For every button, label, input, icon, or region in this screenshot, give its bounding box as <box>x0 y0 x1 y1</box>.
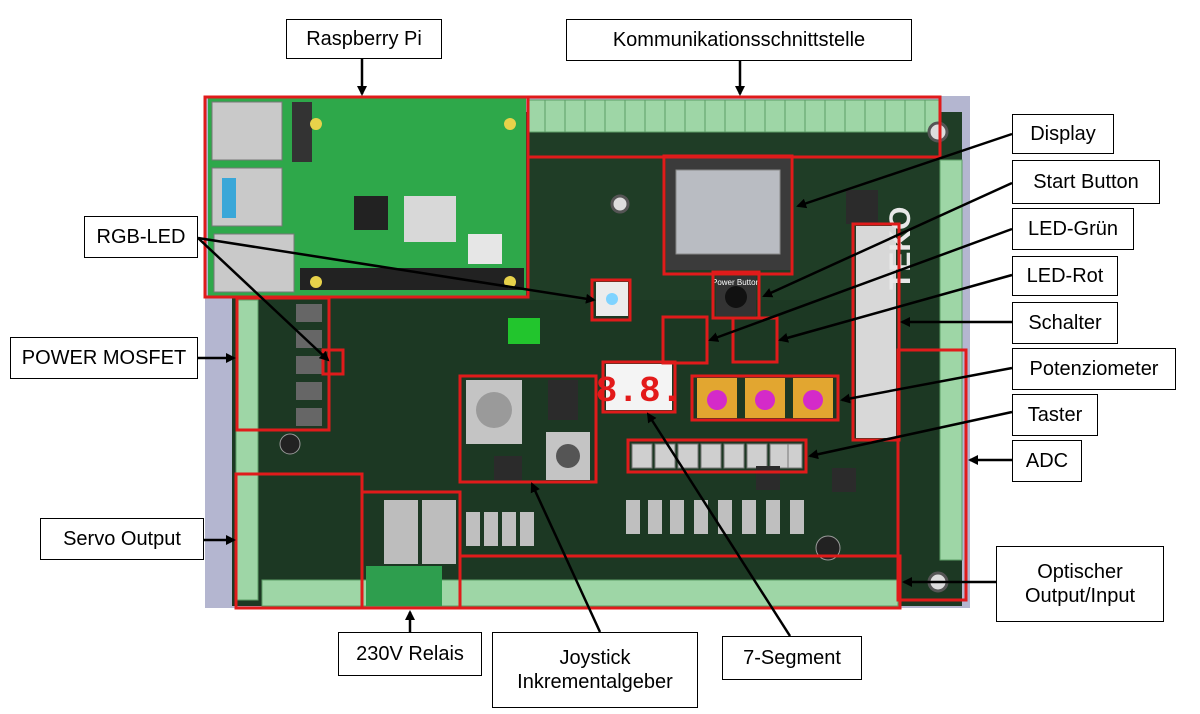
label-optischer: Optischer Output/Input <box>996 546 1164 622</box>
joystick-encoder <box>466 380 590 480</box>
taster-buttons <box>631 443 803 469</box>
bottom-terminals <box>261 579 899 607</box>
label-rgb-led: RGB-LED <box>84 216 198 258</box>
box-raspberry-pi <box>203 95 530 299</box>
label-led-gruen: LED-Grün <box>1012 208 1134 250</box>
seven-segment-digits: 8.8. <box>596 371 682 412</box>
box-display <box>662 154 794 276</box>
box-schalter <box>851 222 901 442</box>
box-taster <box>626 438 808 474</box>
box-joystick <box>458 374 598 484</box>
highlight-boxes <box>203 95 968 610</box>
box-led-rot <box>731 316 779 364</box>
label-taster: Taster <box>1012 394 1098 436</box>
label-relais: 230V Relais <box>338 632 482 676</box>
box-relais <box>360 490 462 610</box>
relais-parts <box>384 500 456 564</box>
label-joystick: Joystick Inkrementalgeber <box>492 632 698 708</box>
label-schalter: Schalter <box>1012 302 1118 344</box>
potentiometers <box>697 378 833 418</box>
label-display: Display <box>1012 114 1114 154</box>
box-optischer <box>458 554 902 610</box>
box-seven-segment <box>601 360 677 414</box>
label-start-button: Start Button <box>1012 160 1160 204</box>
label-seven-segment: 7-Segment <box>722 636 862 680</box>
seven-segment-display <box>606 364 672 410</box>
label-potenziometer: Potenziometer <box>1012 348 1176 390</box>
oled-display <box>666 158 790 270</box>
label-adc: ADC <box>1012 440 1082 482</box>
label-raspberry-pi: Raspberry Pi <box>286 19 442 59</box>
box-potenziometer <box>690 374 840 422</box>
box-adc <box>896 348 968 602</box>
leader-lines <box>197 58 1013 637</box>
dip-switches <box>856 226 896 438</box>
right-terminals <box>939 159 963 561</box>
power-button-text: Power Button <box>712 278 760 287</box>
box-power-mosfet <box>235 296 331 432</box>
top-terminals <box>527 99 941 133</box>
label-power-mosfet: POWER MOSFET <box>10 337 198 379</box>
label-servo-output: Servo Output <box>40 518 204 560</box>
label-led-rot: LED-Rot <box>1012 256 1118 296</box>
left-terminals <box>235 299 259 601</box>
box-led-gruen <box>661 315 709 365</box>
raspberry-pi-board <box>208 98 526 296</box>
box-mosfet-small <box>321 348 345 376</box>
label-kommunikation: Kommunikationsschnittstelle <box>566 19 912 61</box>
